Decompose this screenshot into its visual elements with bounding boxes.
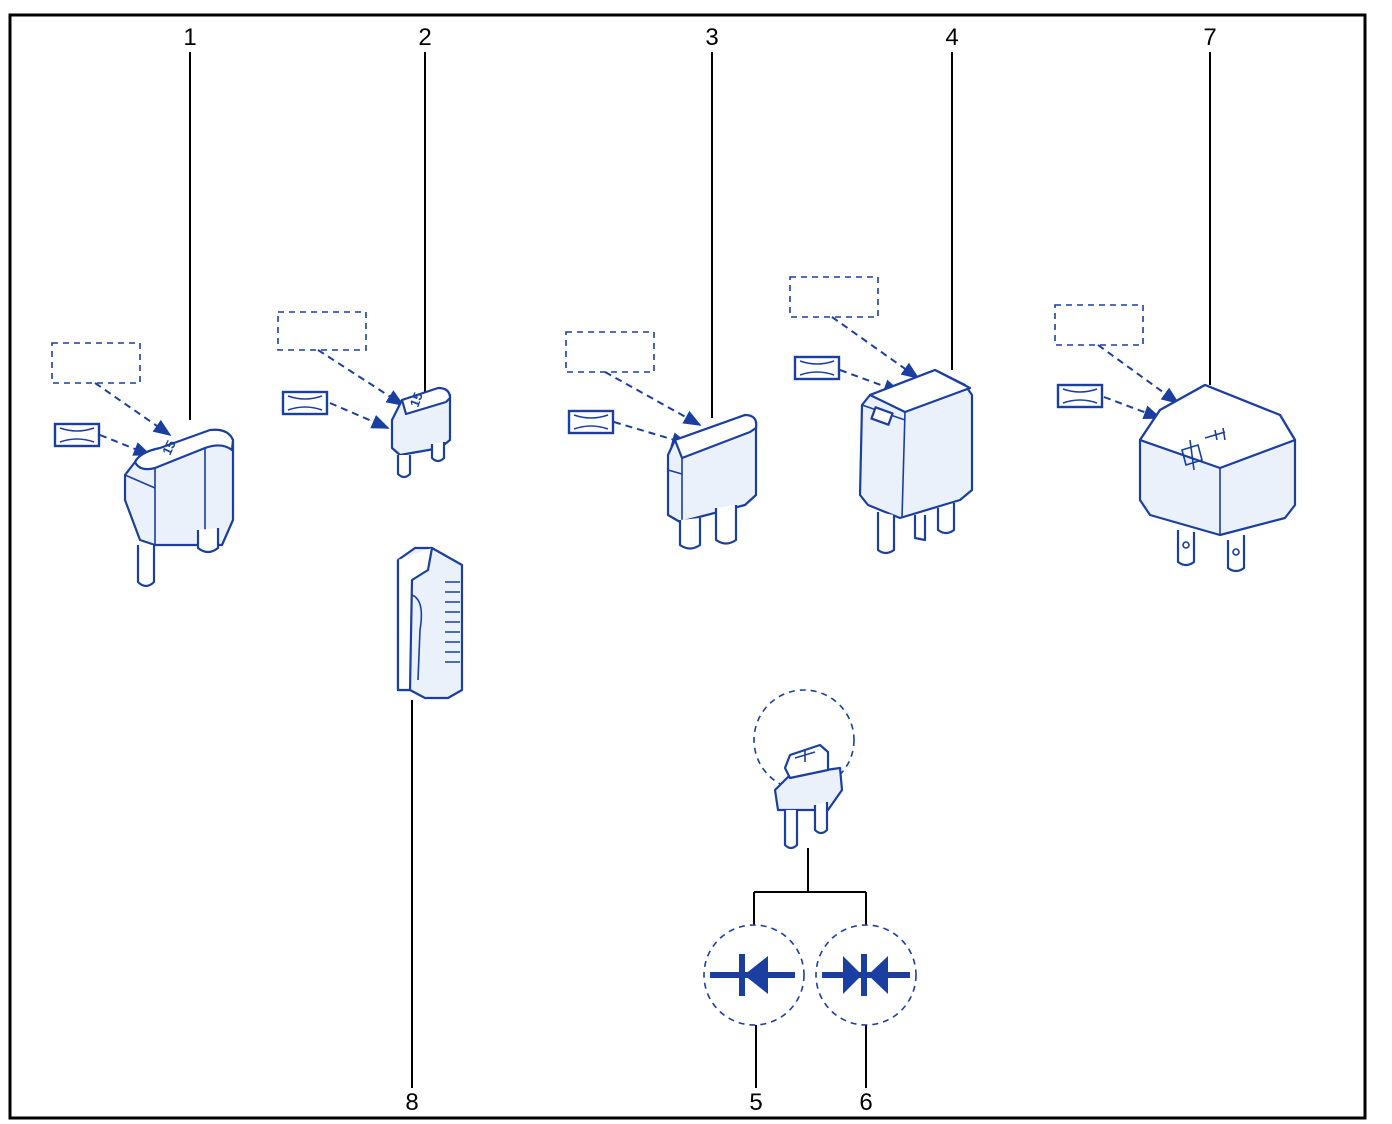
relay-symbol-icon xyxy=(1181,427,1226,471)
callout-3-label: 3 xyxy=(705,24,718,51)
callout-6-label: 6 xyxy=(859,1089,872,1116)
callout-1-label: 1 xyxy=(183,24,196,51)
callout-7: 7 xyxy=(1203,24,1217,385)
diode-symbol-icon xyxy=(703,924,805,1026)
callout-7-label: 7 xyxy=(1203,24,1216,51)
maxi-fuse: 15 xyxy=(51,342,235,588)
callout-8: 8 xyxy=(405,700,419,1116)
mini-fuse: 15 xyxy=(277,311,452,479)
callout-5: 5 xyxy=(749,1025,763,1116)
relay-large xyxy=(1054,304,1297,573)
callout-8-label: 8 xyxy=(405,1089,418,1116)
maxi-fuse-rating: 15 xyxy=(159,438,179,457)
diode-module xyxy=(753,689,867,925)
callout-5-label: 5 xyxy=(749,1089,762,1116)
double-diode-symbol-icon xyxy=(815,924,917,1026)
callout-3: 3 xyxy=(705,24,719,418)
callout-4-label: 4 xyxy=(945,24,958,51)
relay-small xyxy=(789,276,974,555)
diagram-frame xyxy=(8,13,1367,1120)
callout-6: 6 xyxy=(859,1025,873,1116)
callout-2: 2 xyxy=(418,24,432,392)
callout-1: 1 xyxy=(183,24,197,420)
mini-fuse-rating: 15 xyxy=(407,390,426,409)
callout-4: 4 xyxy=(945,24,959,370)
blade-fuse xyxy=(565,331,758,550)
fuse-puller xyxy=(396,546,464,700)
callout-2-label: 2 xyxy=(418,24,431,51)
